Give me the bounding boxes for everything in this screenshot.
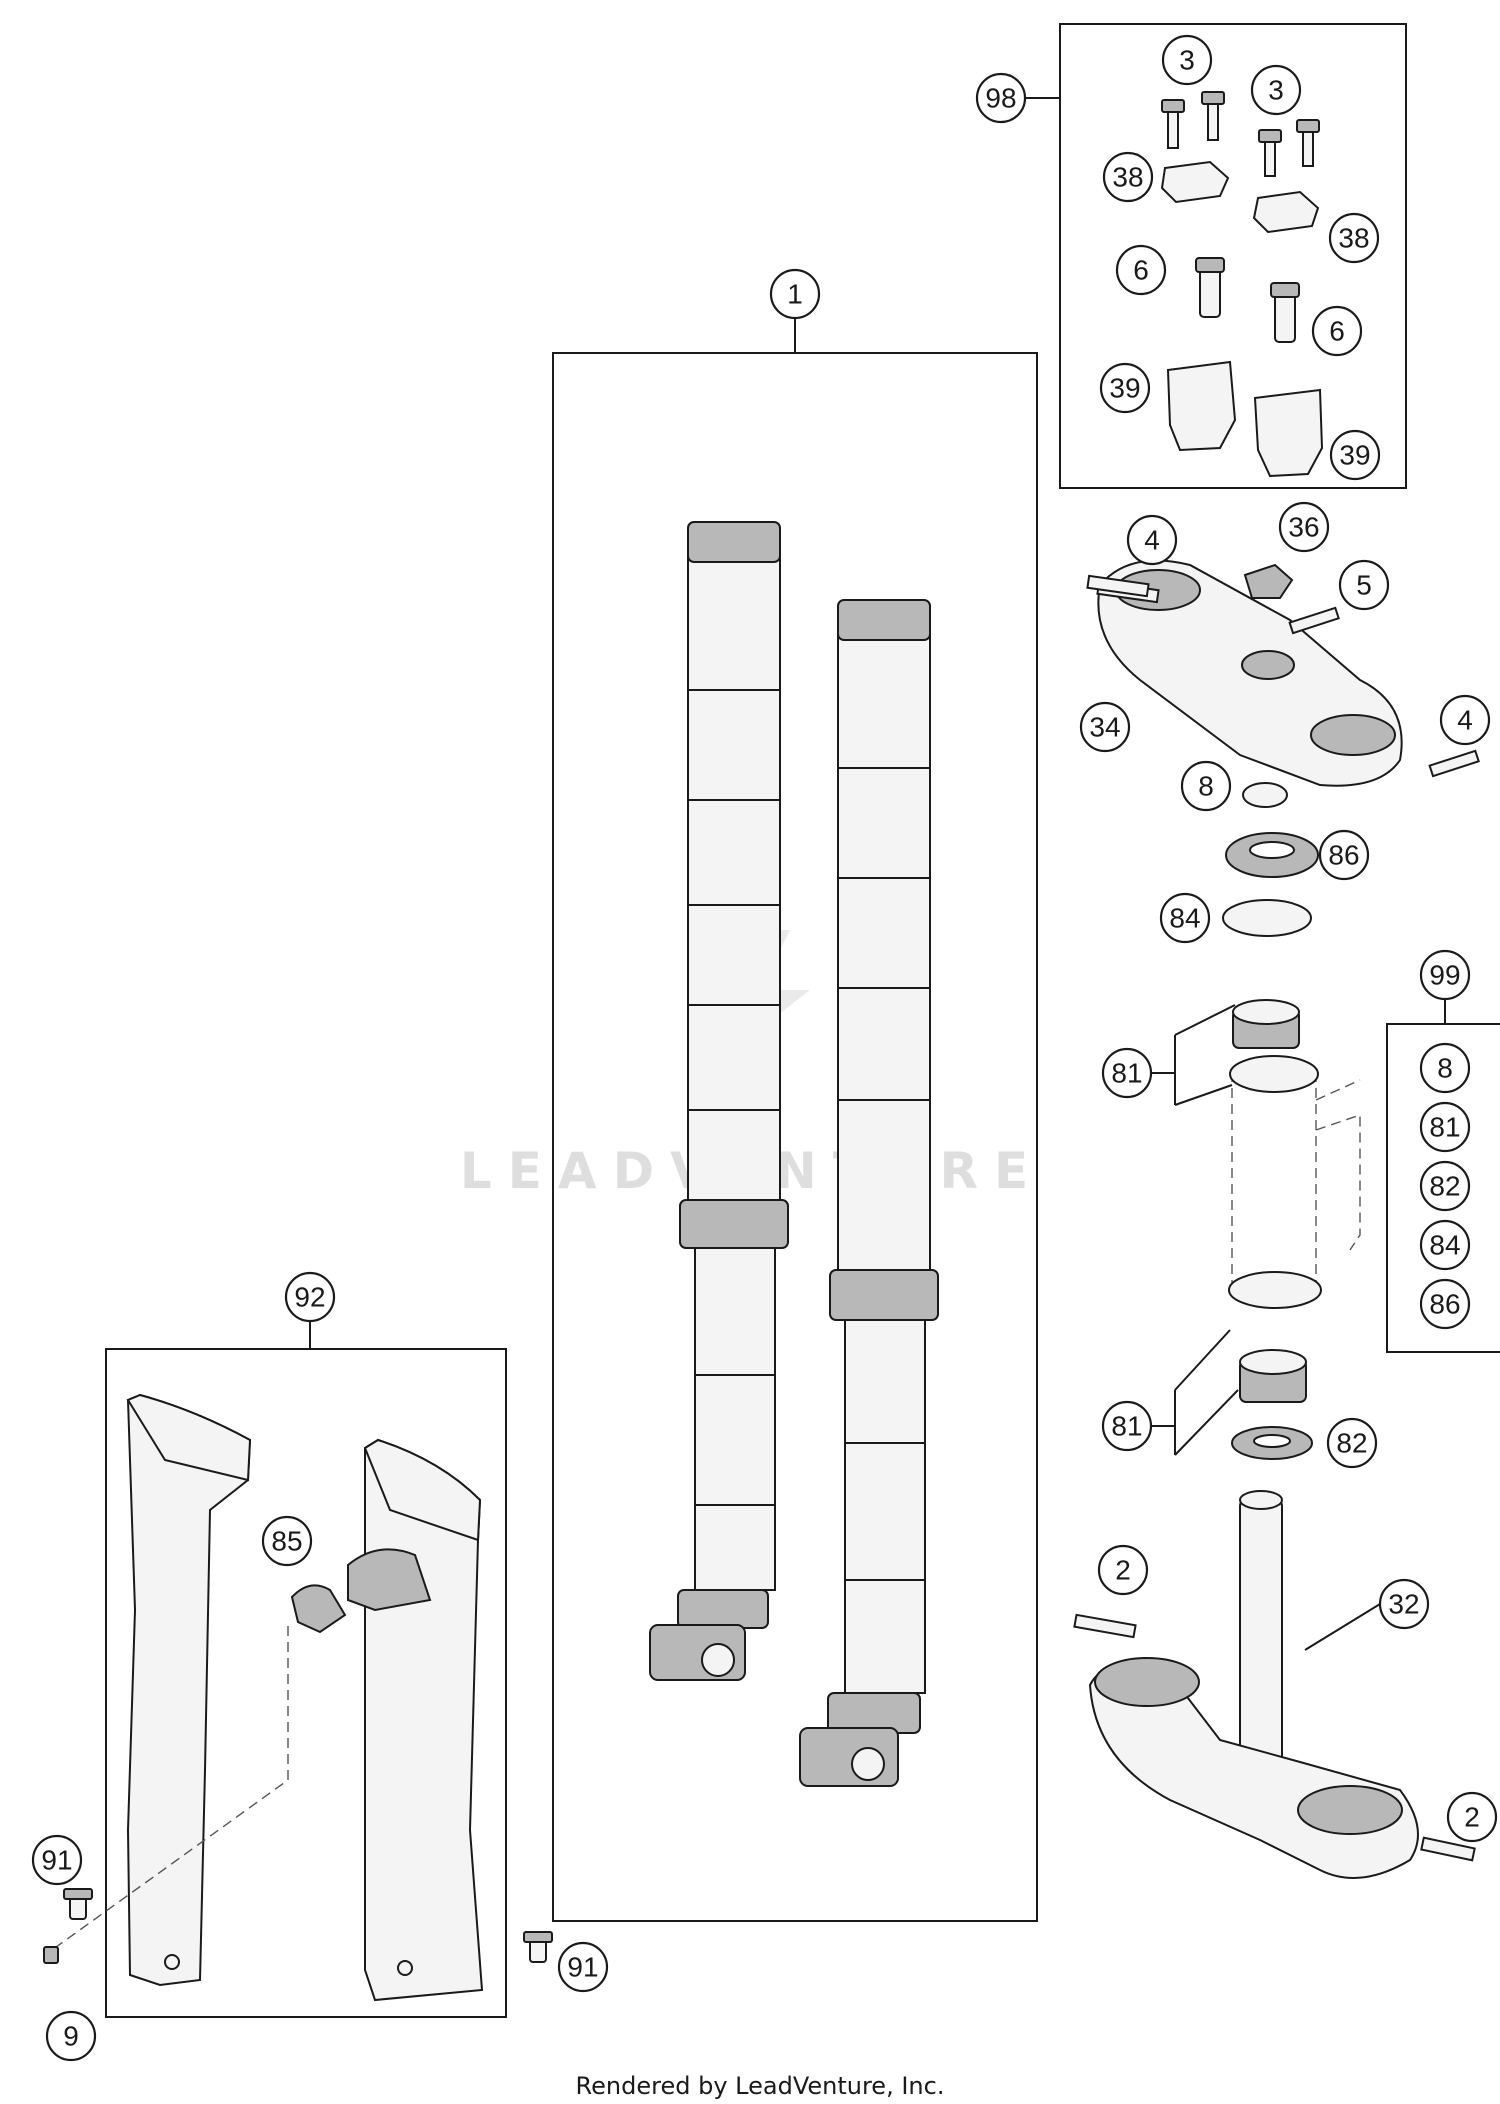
fork-leg-right: [799, 599, 939, 1787]
svg-text:6: 6: [1133, 255, 1149, 286]
bolt-9: [43, 1946, 59, 1964]
callout-6a: 6: [1115, 244, 1167, 296]
kit-99-item-81: 81: [1419, 1101, 1471, 1153]
svg-text:86: 86: [1328, 840, 1359, 871]
callout-91b: 91: [557, 1941, 609, 1993]
svg-text:39: 39: [1339, 440, 1370, 471]
callout-36: 36: [1278, 501, 1330, 553]
svg-text:36: 36: [1288, 512, 1319, 543]
guard-bolt-path: [51, 1626, 289, 1951]
callout-3b: 3: [1250, 64, 1302, 116]
callout-85: 85: [261, 1515, 313, 1567]
svg-text:82: 82: [1429, 1171, 1460, 1202]
svg-text:3: 3: [1179, 45, 1195, 76]
callout-92: 92: [284, 1271, 336, 1323]
callout-82: 82: [1326, 1417, 1378, 1469]
steering-head-ghost: [1228, 1055, 1361, 1309]
callout-39b: 39: [1329, 429, 1381, 481]
bolt-91-left: [63, 1888, 93, 1920]
callout-86: 86: [1318, 829, 1370, 881]
svg-text:2: 2: [1115, 1555, 1131, 1586]
svg-text:92: 92: [294, 1282, 325, 1313]
callout-5: 5: [1338, 559, 1390, 611]
kit-99-item-86: 86: [1419, 1278, 1471, 1330]
svg-text:81: 81: [1111, 1411, 1142, 1442]
svg-text:81: 81: [1429, 1112, 1460, 1143]
svg-text:6: 6: [1329, 316, 1345, 347]
fork-leg-left: [649, 521, 789, 1681]
svg-text:84: 84: [1429, 1230, 1460, 1261]
bolt-91-right: [523, 1931, 553, 1963]
svg-text:9: 9: [63, 2021, 79, 2052]
kit-99-item-84: 84: [1419, 1219, 1471, 1271]
leader-lines: [309, 97, 1446, 1651]
ring-84: [1222, 899, 1312, 937]
callout-3a: 3: [1161, 34, 1213, 86]
svg-text:8: 8: [1198, 771, 1214, 802]
callout-8: 8: [1180, 760, 1232, 812]
o-ring-8: [1242, 782, 1288, 808]
callout-91a: 91: [31, 1834, 83, 1886]
svg-text:91: 91: [567, 1952, 598, 1983]
callout-1: 1: [769, 268, 821, 320]
seal-82: [1231, 1426, 1313, 1460]
callout-81a: 81: [1101, 1047, 1153, 1099]
bearing-81-lower: [1239, 1349, 1307, 1403]
callout-9: 9: [45, 2010, 97, 2062]
svg-text:2: 2: [1464, 1802, 1480, 1833]
footer-credit: Rendered by LeadVenture, Inc.: [576, 2072, 945, 2100]
fork-guard-right: [347, 1438, 484, 2002]
bolt-4-upper: [1086, 574, 1150, 598]
guard-92-frame: [105, 1348, 507, 2018]
callout-99: 99: [1419, 949, 1471, 1001]
svg-text:38: 38: [1338, 223, 1369, 254]
svg-text:1: 1: [787, 279, 803, 310]
callout-6b: 6: [1311, 305, 1363, 357]
svg-text:5: 5: [1356, 570, 1372, 601]
callout-4a: 4: [1126, 514, 1178, 566]
callout-84: 84: [1159, 892, 1211, 944]
svg-text:34: 34: [1089, 712, 1120, 743]
fork-1-frame: [552, 352, 1038, 1922]
callout-34: 34: [1079, 701, 1131, 753]
callout-39a: 39: [1099, 362, 1151, 414]
bearing-81-upper: [1232, 999, 1300, 1049]
svg-text:98: 98: [985, 83, 1016, 114]
svg-text:84: 84: [1169, 903, 1200, 934]
kit-98-parts: [1160, 91, 1324, 478]
callout-38a: 38: [1102, 151, 1154, 203]
guard-clip-85: [290, 1584, 347, 1634]
callout-38b: 38: [1328, 212, 1380, 264]
svg-text:38: 38: [1112, 162, 1143, 193]
svg-text:86: 86: [1429, 1289, 1460, 1320]
svg-text:85: 85: [271, 1526, 302, 1557]
callout-4b: 4: [1439, 694, 1491, 746]
svg-text:4: 4: [1457, 705, 1473, 736]
svg-text:81: 81: [1111, 1058, 1142, 1089]
callout-98: 98: [975, 72, 1027, 124]
seal-86: [1225, 832, 1319, 878]
svg-text:82: 82: [1336, 1428, 1367, 1459]
svg-text:99: 99: [1429, 960, 1460, 991]
upper-triple-clamp: [1096, 559, 1480, 787]
svg-text:4: 4: [1144, 525, 1160, 556]
svg-text:32: 32: [1388, 1589, 1419, 1620]
callout-2b: 2: [1446, 1791, 1498, 1843]
callout-2a: 2: [1097, 1544, 1149, 1596]
svg-text:91: 91: [41, 1845, 72, 1876]
callout-81b: 81: [1101, 1400, 1153, 1452]
svg-text:39: 39: [1109, 373, 1140, 404]
svg-text:3: 3: [1268, 75, 1284, 106]
kit-98-frame: [1059, 23, 1407, 489]
fork-guard-left: [126, 1393, 252, 1987]
callout-32: 32: [1378, 1578, 1430, 1630]
kit-99-item-8: 8: [1419, 1042, 1471, 1094]
svg-text:8: 8: [1437, 1053, 1453, 1084]
kit-99-item-82: 82: [1419, 1160, 1471, 1212]
lower-triple-clamp: [1073, 1490, 1476, 1879]
